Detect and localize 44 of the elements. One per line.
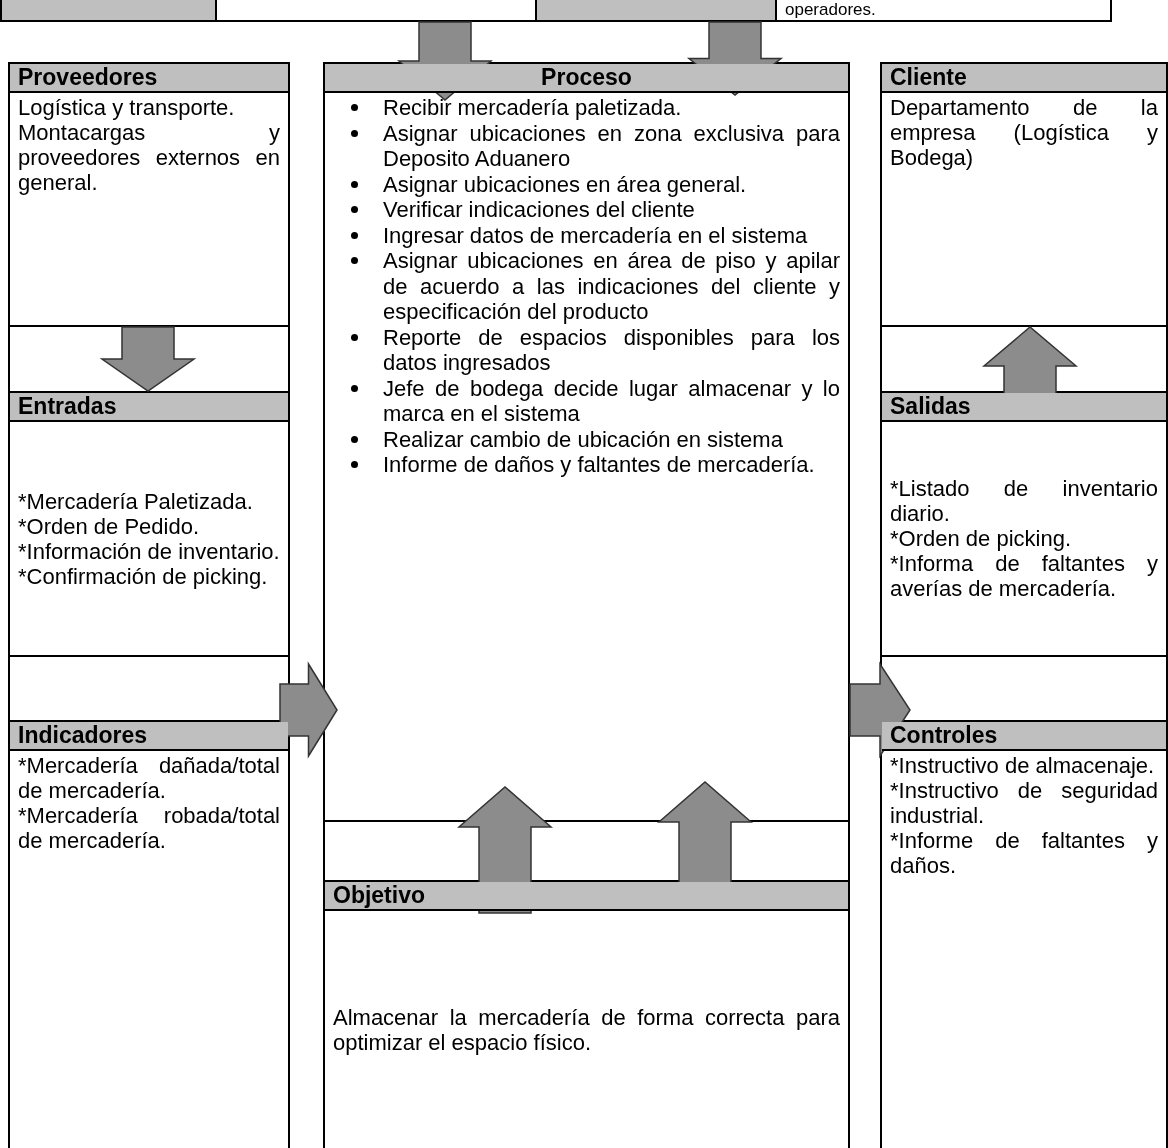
bullet-item: Asignar ubicaciones en área de piso y apilar de acuerdo a las indicaciones del cliente y especificación del producto bbox=[383, 248, 840, 325]
table-cell bbox=[535, 0, 777, 22]
body-text: Logística y transporte. bbox=[18, 95, 236, 120]
bullet-item: Informe de daños y faltantes de mercadería. bbox=[383, 452, 816, 478]
bullet-item: Ingresar datos de mercadería en el sistema bbox=[383, 222, 809, 248]
block-arrow bbox=[686, 21, 784, 96]
column-header: Proceso bbox=[325, 64, 848, 93]
column-header: Indicadores bbox=[10, 722, 288, 751]
column-header: Cliente bbox=[882, 64, 1166, 93]
block-arrow bbox=[457, 786, 553, 914]
column-header: Entradas bbox=[10, 393, 288, 422]
body-text: Departamento de la empresa (Logística y Bodega) bbox=[890, 95, 1158, 170]
body-text: Almacenar la mercadería de forma correcta para optimizar el espacio físico. bbox=[333, 1004, 840, 1055]
body-text: *Informa de faltantes y averías de mercadería. bbox=[890, 551, 1158, 601]
column-header: Objetivo bbox=[325, 882, 848, 911]
block-arrow bbox=[279, 661, 338, 759]
bullet-item: Realizar cambio de ubicación en sistema bbox=[383, 426, 784, 452]
body-text: *Instructivo de almacenaje. bbox=[890, 753, 1156, 778]
body-text: *Confirmación de picking. bbox=[18, 563, 269, 589]
body-text: *Orden de picking. bbox=[890, 526, 1072, 551]
block-arrow bbox=[99, 326, 197, 392]
bullet-item: Recibir mercadería paletizada. bbox=[383, 95, 683, 121]
bullet-item: Verificar indicaciones del cliente bbox=[383, 197, 696, 223]
block-arrow bbox=[396, 21, 494, 101]
body-text: *Mercadería Paletizada. bbox=[18, 488, 254, 514]
column-header: Controles bbox=[882, 722, 1166, 751]
body-text: *Instructivo de seguridad industrial. bbox=[890, 778, 1158, 828]
body-text: *Mercadería robada/total de mercadería. bbox=[18, 803, 280, 853]
body-text: *Mercadería dañada/total de mercadería. bbox=[18, 753, 280, 803]
table-cell bbox=[0, 0, 217, 22]
body-text: *Listado de inventario diario. bbox=[890, 476, 1158, 526]
body-text: *Información de inventario. bbox=[18, 538, 280, 564]
cell-text: operadores. bbox=[785, 0, 877, 20]
block-arrow bbox=[849, 661, 911, 759]
body-text: Montacargas y proveedores externos en general. bbox=[18, 120, 280, 195]
table-cell bbox=[775, 0, 1112, 22]
body-text: *Informe de faltantes y daños. bbox=[890, 828, 1158, 878]
bullet-item: Asignar ubicaciones en zona exclusiva para Deposito Aduanero bbox=[383, 120, 840, 172]
column-header: Salidas bbox=[882, 393, 1166, 422]
bullet-item: Asignar ubicaciones en área general. bbox=[383, 171, 748, 197]
column-header: Proveedores bbox=[10, 64, 288, 93]
bullet-item: Jefe de bodega decide lugar almacenar y lo marca en el sistema bbox=[383, 375, 840, 427]
bullet-item: Reporte de espacios disponibles para los datos ingresados bbox=[383, 324, 840, 376]
body-text: *Orden de Pedido. bbox=[18, 513, 201, 539]
